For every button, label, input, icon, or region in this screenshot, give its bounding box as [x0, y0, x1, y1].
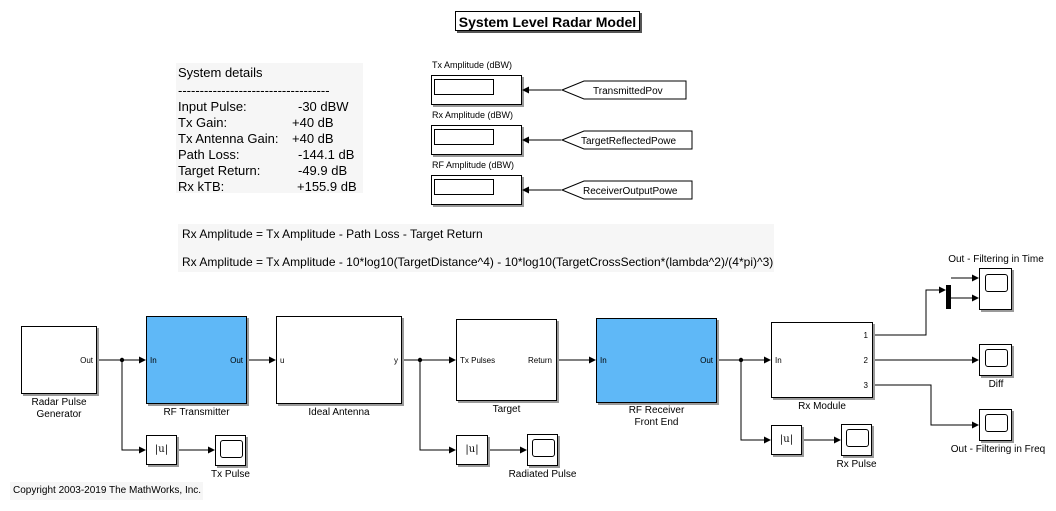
goto-label: TransmittedPov — [593, 86, 663, 97]
goto-label: TargetReflectedPowe — [581, 136, 676, 147]
port-out: y — [394, 356, 398, 365]
display-window — [434, 79, 494, 95]
display-rf-amplitude[interactable] — [431, 175, 522, 205]
scope-rx-pulse[interactable] — [841, 424, 872, 456]
scope-icon — [985, 414, 1008, 432]
scope-icon — [846, 429, 869, 447]
display-window — [434, 129, 494, 145]
detail-row: Target Return: -49.9 dB — [178, 163, 363, 179]
equation-2: Rx Amplitude = Tx Amplitude - 10*log10(T… — [182, 255, 774, 269]
port-out-1: 1 — [863, 331, 868, 340]
branch-point — [417, 357, 423, 363]
scope-icon — [985, 349, 1008, 367]
equations-annotation[interactable]: Rx Amplitude = Tx Amplitude - Path Loss … — [178, 224, 774, 272]
block-label: Ideal Antenna — [308, 407, 370, 418]
copyright-annotation: Copyright 2003-2019 The MathWorks, Inc. — [10, 482, 203, 500]
detail-value: +40 dB — [292, 131, 334, 146]
port-out-3: 3 — [863, 381, 868, 390]
goto-tag-target-reflected — [560, 130, 693, 150]
detail-row: Path Loss: -144.1 dB — [178, 147, 363, 163]
detail-label: Target Return: — [178, 163, 261, 178]
scope-diff[interactable] — [979, 344, 1012, 376]
goto-tag-receiver-output — [560, 180, 693, 200]
scope-tx-pulse[interactable] — [215, 435, 246, 466]
block-label: RF Receiver Front End — [596, 405, 717, 429]
display-rx-amplitude[interactable] — [431, 125, 522, 155]
port-in: In — [775, 356, 782, 365]
port-out: Out — [700, 356, 713, 365]
display-title-rx: Rx Amplitude (dBW) — [432, 110, 514, 120]
port-out-2: 2 — [863, 356, 868, 365]
equation-1: Rx Amplitude = Tx Amplitude - Path Loss … — [182, 227, 483, 241]
port-out: Return — [527, 356, 552, 365]
detail-label: Input Pulse: — [178, 99, 247, 114]
radar-pulse-generator-block[interactable]: Out — [21, 326, 97, 394]
detail-row: Tx Antenna Gain: +40 dB — [178, 131, 363, 147]
goto-label: ReceiverOutputPowe — [583, 186, 678, 197]
detail-value: -49.9 dB — [298, 163, 348, 178]
scope-label: Diff — [988, 379, 1004, 390]
block-label: Target — [492, 404, 521, 415]
branch-point — [119, 357, 125, 363]
scope-label: Out - Filtering in Time — [948, 254, 1044, 265]
detail-value: -30 dBW — [298, 99, 349, 114]
goto-tag-transmitted — [560, 80, 687, 100]
scope-label: Radiated Pulse — [508, 469, 577, 480]
block-label-line: Front End — [634, 417, 679, 428]
mux-block — [946, 285, 951, 309]
port-in: In — [600, 356, 607, 365]
display-tx-amplitude[interactable] — [431, 75, 522, 105]
detail-row: Rx kTB: +155.9 dB — [178, 179, 363, 195]
block-label-line: Generator — [36, 409, 82, 420]
block-label-line: Radar Pulse — [31, 397, 87, 408]
detail-row: Tx Gain: +40 dB — [178, 115, 363, 131]
port-out: Out — [80, 356, 93, 365]
abs-block-tx[interactable]: |u| — [146, 435, 177, 465]
port-in: In — [150, 356, 157, 365]
scope-icon — [532, 439, 555, 457]
ideal-antenna-block[interactable]: u y — [276, 316, 402, 404]
detail-label: Rx kTB: — [178, 179, 225, 194]
details-separator: ----------------------------------- — [178, 83, 330, 98]
scope-out-filtering-freq[interactable] — [979, 409, 1012, 441]
block-label-line: RF Receiver — [628, 405, 685, 416]
scope-label: Tx Pulse — [211, 469, 250, 480]
branch-point — [738, 357, 744, 363]
scope-icon — [985, 274, 1008, 292]
abs-block-radiated[interactable]: |u| — [456, 435, 488, 465]
port-in: u — [280, 356, 285, 365]
port-out: Out — [230, 356, 243, 365]
abs-block-rx[interactable]: |u| — [771, 425, 802, 455]
rf-transmitter-block[interactable]: In Out — [146, 316, 247, 404]
rx-module-block[interactable]: In 1 2 3 — [771, 322, 873, 398]
system-details-annotation[interactable]: System details -------------------------… — [176, 63, 363, 195]
target-block[interactable]: Tx Pulses Return — [456, 319, 557, 401]
display-window — [434, 179, 494, 195]
block-label: Rx Module — [798, 401, 846, 412]
detail-value: +40 dB — [292, 115, 334, 130]
scope-label: Out - Filtering in Freq — [950, 444, 1046, 455]
scope-out-filtering-time[interactable] — [979, 268, 1012, 310]
rf-receiver-front-end-block[interactable]: In Out — [596, 318, 717, 403]
detail-label: Tx Antenna Gain: — [178, 131, 279, 146]
scope-icon — [220, 440, 243, 458]
details-heading: System details — [178, 65, 263, 80]
block-label: RF Transmitter — [163, 407, 230, 418]
detail-label: Tx Gain: — [178, 115, 228, 130]
model-title: System Level Radar Model — [455, 11, 640, 31]
scope-radiated-pulse[interactable] — [527, 434, 558, 466]
port-in: Tx Pulses — [460, 356, 496, 365]
detail-label: Path Loss: — [178, 147, 240, 162]
block-label: Radar Pulse Generator — [9, 397, 109, 421]
detail-value: +155.9 dB — [297, 179, 357, 194]
detail-row: Input Pulse: -30 dBW — [178, 99, 363, 115]
detail-value: -144.1 dB — [298, 147, 355, 162]
display-title-tx: Tx Amplitude (dBW) — [432, 60, 513, 70]
scope-label: Rx Pulse — [836, 459, 877, 470]
display-title-rf: RF Amplitude (dBW) — [432, 160, 515, 170]
